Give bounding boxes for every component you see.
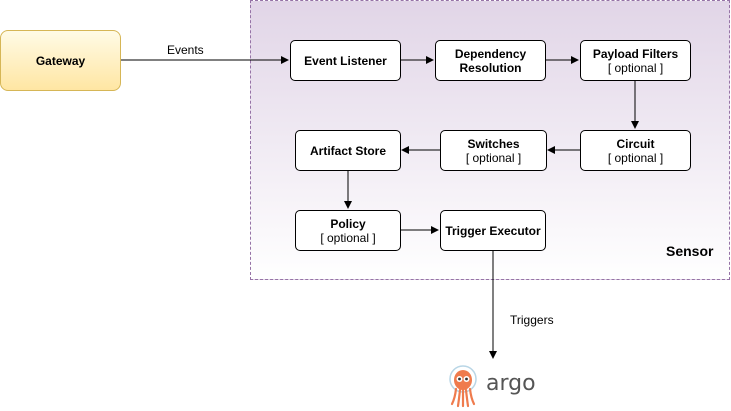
- events-edge-label: Events: [167, 43, 204, 57]
- circuit-node: Circuit [ optional ]: [580, 130, 691, 171]
- gateway-title: Gateway: [35, 53, 86, 68]
- gateway-node: Gateway: [0, 30, 121, 91]
- argo-logo-text: argo: [486, 371, 536, 396]
- switches-node: Switches [ optional ]: [440, 130, 547, 171]
- policy-sub: [ optional ]: [320, 230, 376, 245]
- trigger-executor-title: Trigger Executor: [445, 223, 541, 238]
- payload-filters-sub: [ optional ]: [607, 60, 664, 75]
- artifact-store-title: Artifact Store: [309, 143, 386, 158]
- event-listener-title: Event Listener: [304, 53, 387, 68]
- trigger-executor-node: Trigger Executor: [440, 210, 546, 251]
- dependency-resolution-node: Dependency Resolution: [435, 40, 546, 81]
- circuit-title: Circuit: [616, 136, 655, 151]
- event-listener-node: Event Listener: [290, 40, 401, 81]
- argo-logo: argo: [449, 365, 536, 408]
- payload-filters-title: Payload Filters: [592, 46, 679, 61]
- policy-title: Policy: [330, 216, 366, 231]
- switches-sub: [ optional ]: [465, 150, 522, 165]
- policy-node: Policy [ optional ]: [295, 210, 401, 251]
- switches-title: Switches: [467, 136, 520, 151]
- dependency-resolution-title-line1: Dependency: [454, 46, 527, 61]
- sensor-label: Sensor: [666, 243, 714, 259]
- dependency-resolution-title-line2: Resolution: [459, 60, 522, 75]
- argo-mascot-icon: [449, 365, 477, 408]
- artifact-store-node: Artifact Store: [295, 130, 401, 171]
- payload-filters-node: Payload Filters [ optional ]: [580, 40, 691, 81]
- triggers-edge-label: Triggers: [510, 313, 554, 327]
- circuit-sub: [ optional ]: [607, 150, 664, 165]
